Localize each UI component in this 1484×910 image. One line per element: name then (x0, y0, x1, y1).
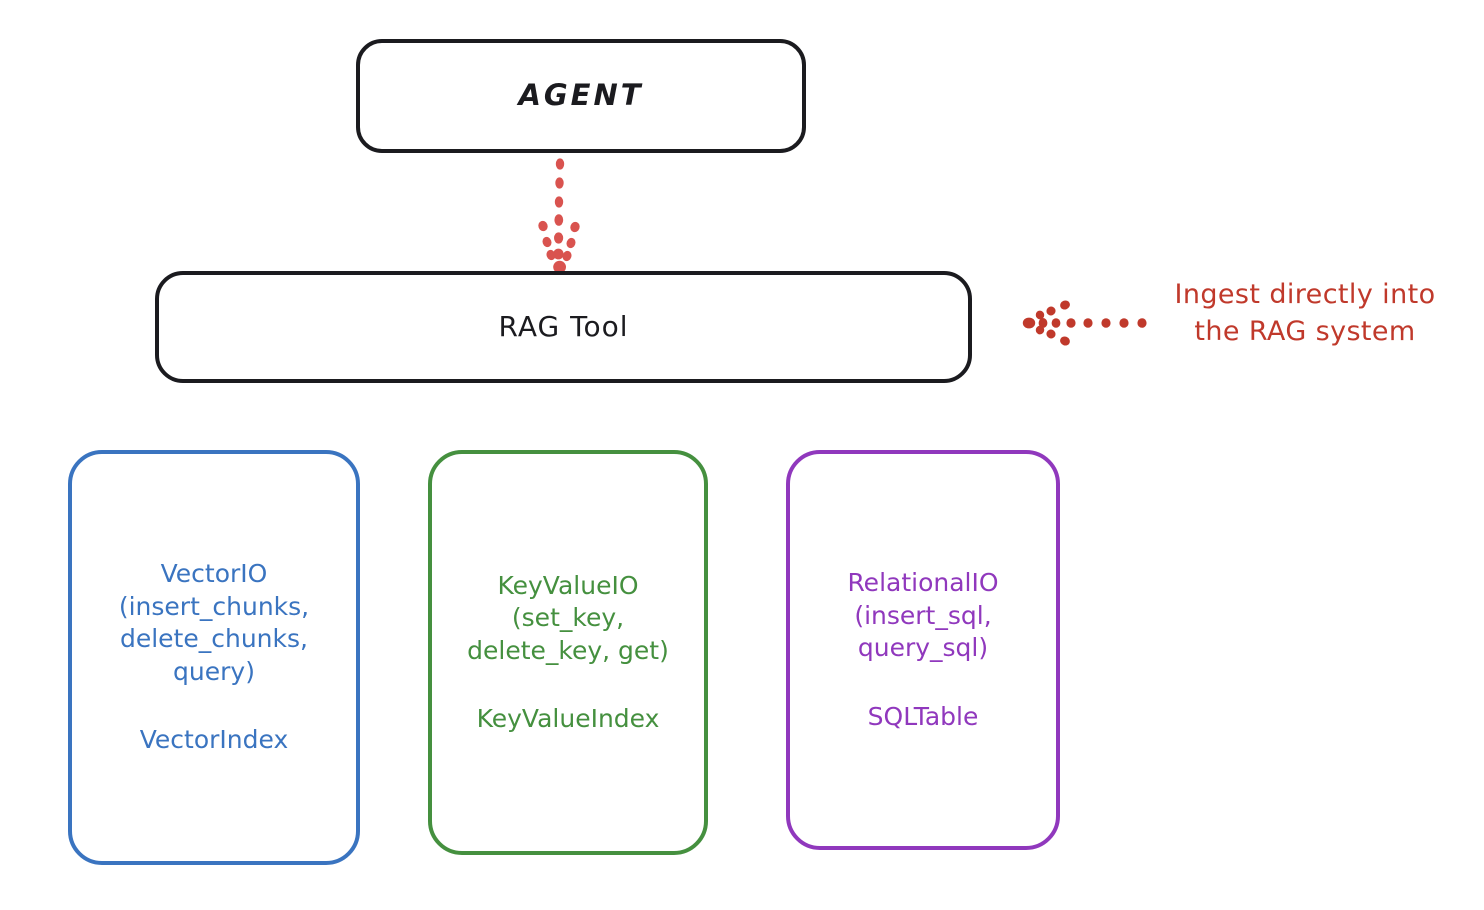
ingest-arrow (1018, 296, 1148, 348)
dotted-arrow-left-icon (1022, 300, 1147, 346)
agent-node-label: AGENT (518, 78, 644, 113)
agent-node[interactable]: AGENT (356, 39, 806, 153)
vectorio-node[interactable]: VectorIO (insert_chunks, delete_chunks, … (68, 450, 360, 865)
vectorio-index-label: VectorIndex (139, 725, 289, 755)
keyvalueio-api-label: KeyValueIO (set_key, delete_key, get) (467, 570, 669, 665)
relationalio-index-label: SQLTable (867, 701, 979, 731)
keyvalueio-index-label: KeyValueIndex (476, 704, 660, 733)
relationalio-api-label: RelationalIO (insert_sql, query_sql) (847, 568, 999, 662)
agent-to-rag-connector (505, 150, 615, 280)
keyvalueio-node[interactable]: KeyValueIO (set_key, delete_key, get) Ke… (428, 450, 708, 855)
vectorio-api-label: VectorIO (insert_chunks, delete_chunks, … (118, 559, 310, 686)
rag-tool-node-label: RAG Tool (498, 310, 629, 344)
ingest-note-label: Ingest directly into the RAG system (1174, 279, 1436, 348)
rag-tool-node[interactable]: RAG Tool (155, 271, 972, 383)
relationalio-node[interactable]: RelationalIO (insert_sql, query_sql) SQL… (786, 450, 1060, 850)
dotted-arrow-down-icon (538, 158, 580, 274)
